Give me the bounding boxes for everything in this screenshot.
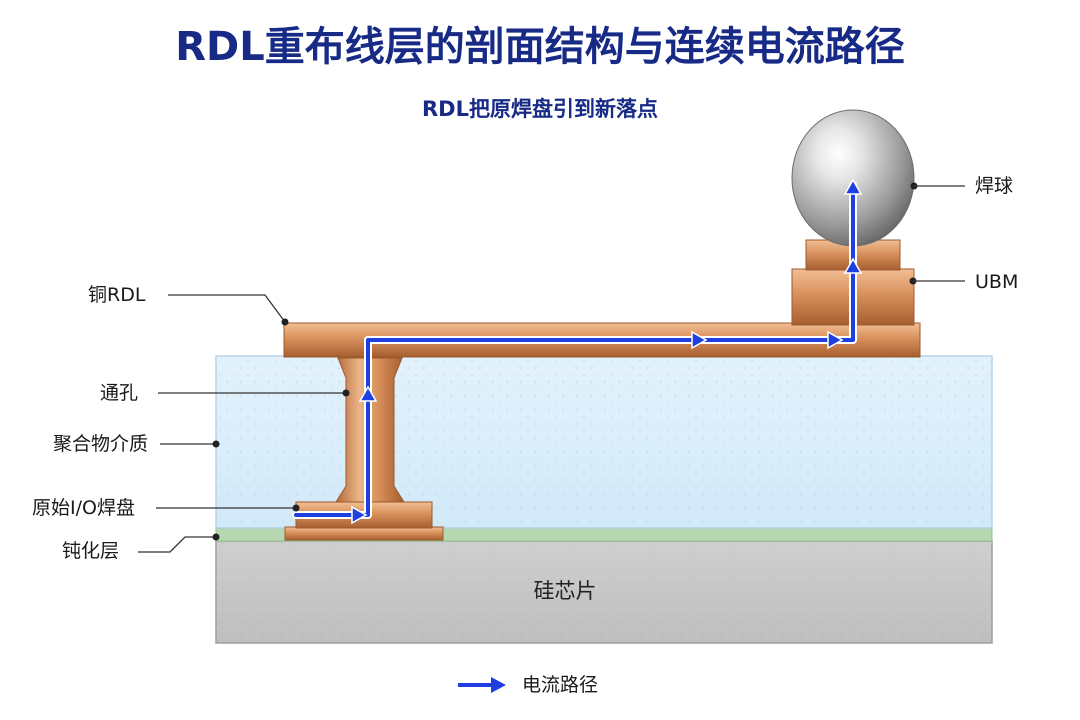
page-title: RDL重布线层的剖面结构与连续电流路径 (175, 24, 905, 70)
svg-text:焊球: 焊球 (975, 175, 1013, 197)
silicon-chip-layer: 硅芯片 (215, 540, 993, 644)
callout-copper-rdl: 铜RDL (88, 284, 289, 326)
silicon-chip-label: 硅芯片 (534, 579, 597, 603)
svg-text:原始I/O焊盘: 原始I/O焊盘 (32, 497, 135, 519)
svg-text:UBM: UBM (975, 271, 1018, 293)
callout-polymer: 聚合物介质 (53, 433, 220, 455)
callout-via: 通孔 (100, 382, 350, 404)
legend: 电流路径 (458, 674, 598, 696)
svg-text:聚合物介质: 聚合物介质 (53, 433, 148, 455)
legend-current-path-label: 电流路径 (522, 674, 598, 696)
callout-solder-ball: 焊球 (910, 175, 1013, 197)
page-subtitle: RDL把原焊盘引到新落点 (422, 97, 658, 121)
current-path-arrow (292, 178, 863, 525)
svg-text:铜RDL: 铜RDL (88, 284, 146, 306)
callout-ubm: UBM (909, 271, 1018, 293)
callout-passivation: 钝化层 (62, 533, 220, 562)
svg-text:通孔: 通孔 (100, 382, 138, 404)
svg-text:钝化层: 钝化层 (62, 540, 119, 562)
callout-io-pad: 原始I/O焊盘 (32, 497, 300, 519)
